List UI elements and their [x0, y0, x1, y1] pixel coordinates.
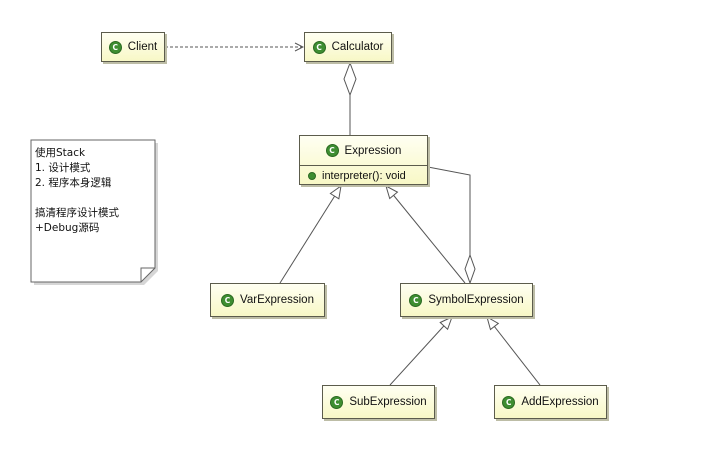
class-symbol-expression[interactable]: C SymbolExpression	[400, 283, 533, 317]
generalization-sub-to-symbol	[389, 317, 452, 386]
class-var-expression[interactable]: C VarExpression	[210, 283, 325, 317]
generalization-symbol-to-expression	[386, 186, 466, 284]
note-line: +Debug源码	[35, 222, 100, 234]
class-icon: C	[325, 144, 339, 157]
note-blank-line	[35, 191, 151, 206]
method-row[interactable]: interpreter(): void	[300, 165, 427, 185]
note: 使用Stack 1. 设计模式 2. 程序本身逻辑 搞清程序设计模式 +Debu…	[35, 146, 151, 236]
class-sub-expression[interactable]: C SubExpression	[322, 385, 435, 419]
public-method-icon	[308, 171, 316, 180]
note-shape[interactable]	[30, 139, 158, 285]
note-line: 搞清程序设计模式	[35, 207, 119, 219]
note-line: 1. 设计模式	[35, 162, 91, 174]
note-line: 使用Stack	[35, 147, 86, 159]
class-calculator[interactable]: C Calculator	[304, 32, 392, 62]
aggregation-line-expression-symbol	[427, 166, 471, 255]
aggregation-diamond-symbol	[464, 253, 476, 285]
note-line: 2. 程序本身逻辑	[35, 177, 112, 189]
class-name: Client	[127, 41, 158, 53]
class-icon: C	[409, 293, 423, 307]
class-add-expression[interactable]: C AddExpression	[494, 385, 607, 419]
generalization-add-to-symbol	[487, 317, 541, 386]
class-icon: C	[221, 293, 235, 307]
class-icon: C	[502, 395, 516, 409]
class-icon: C	[330, 395, 344, 409]
class-client[interactable]: C Client	[101, 32, 165, 62]
class-name: VarExpression	[240, 294, 314, 306]
generalization-var-to-expression	[279, 186, 341, 284]
class-icon: C	[108, 40, 122, 54]
class-name: AddExpression	[521, 396, 599, 408]
class-name: SubExpression	[349, 396, 427, 408]
class-name: Calculator	[331, 41, 384, 53]
class-icon: C	[312, 40, 326, 54]
class-name: Expression	[344, 144, 402, 157]
class-expression[interactable]: C Expression interpreter(): void	[299, 135, 428, 185]
method-signature: interpreter(): void	[322, 169, 406, 182]
class-name: SymbolExpression	[428, 294, 524, 306]
aggregation-diamond-calculator	[343, 61, 357, 97]
